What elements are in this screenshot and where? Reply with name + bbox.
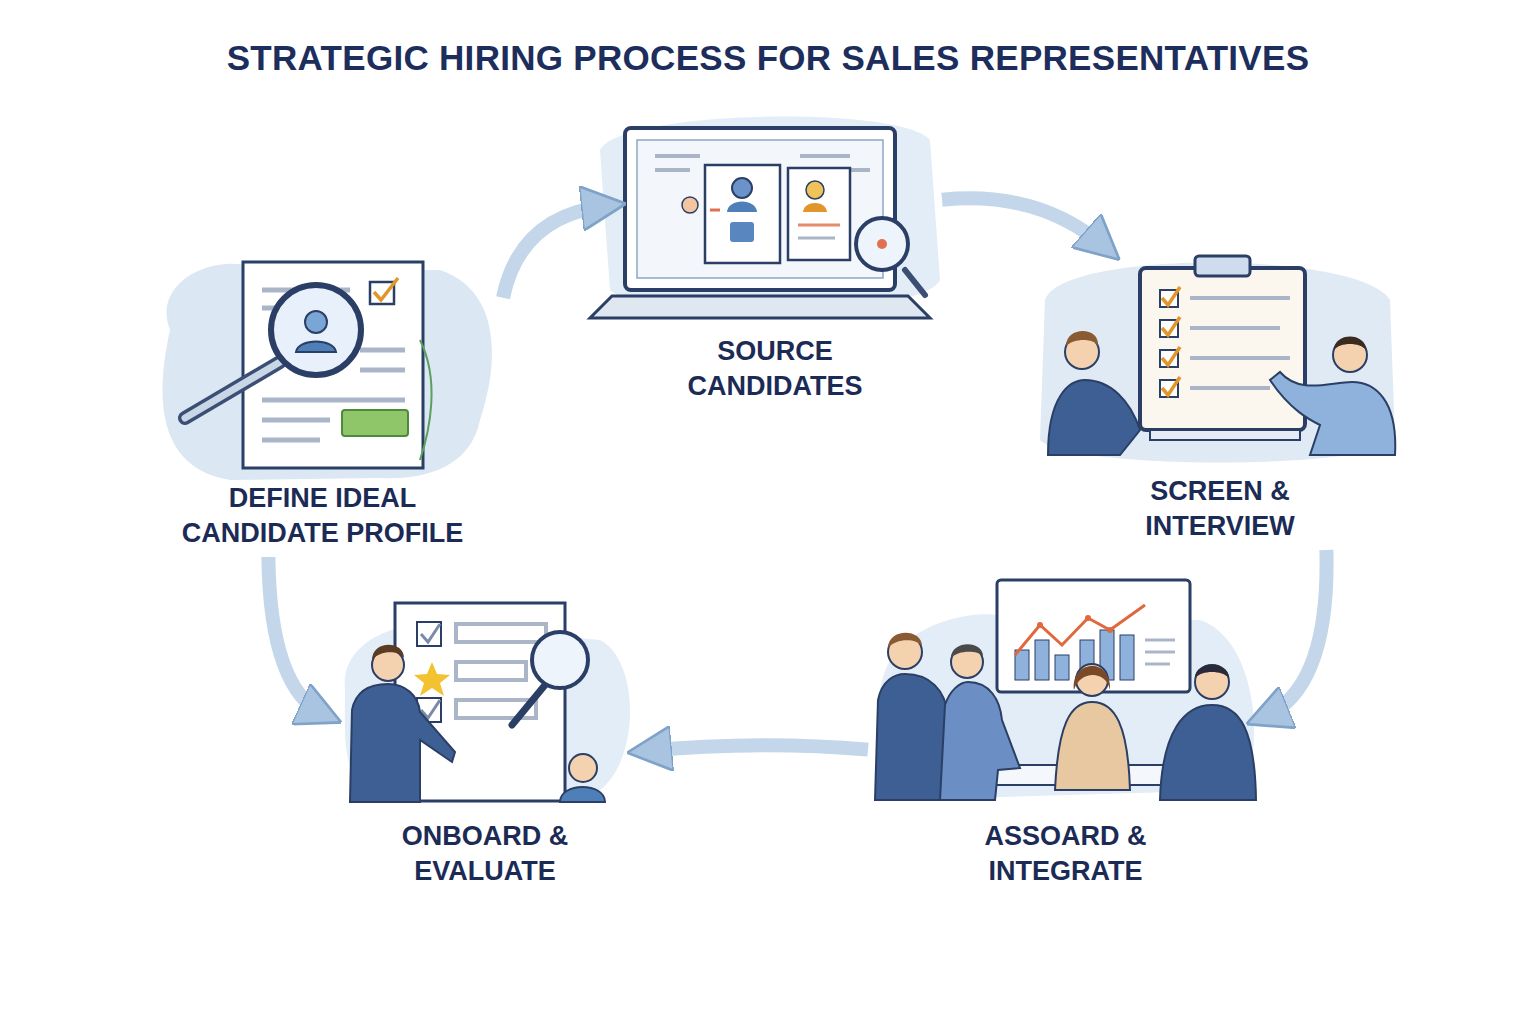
- step-label: DEFINE IDEAL CANDIDATE PROFILE: [150, 481, 495, 551]
- process-step: SOURCE CANDIDATES: [608, 118, 942, 410]
- onboard-illustration: [345, 603, 630, 802]
- flow-arrow: [645, 745, 868, 751]
- step-label: ONBOARD & EVALUATE: [355, 819, 615, 889]
- flow-arrow: [942, 198, 1106, 248]
- interview-illustration: [1040, 256, 1395, 463]
- flow-arrow: [268, 557, 325, 715]
- diagram-title: STRATEGIC HIRING PROCESS FOR SALES REPRE…: [0, 38, 1536, 78]
- flow-arrow: [503, 206, 608, 298]
- process-step: ONBOARD & EVALUATE: [325, 595, 645, 895]
- process-step: SCREEN & INTERVIEW: [1030, 248, 1410, 550]
- team-illustration: [875, 580, 1256, 800]
- step-label: SCREEN & INTERVIEW: [1100, 474, 1340, 544]
- step-label: ASSOARD & INTEGRATE: [936, 819, 1196, 889]
- flow-arrow: [1263, 550, 1327, 717]
- profile-illustration: [163, 262, 492, 480]
- laptop-illustration: [590, 117, 940, 318]
- process-step: ASSOARD & INTEGRATE: [868, 572, 1263, 895]
- step-label: SOURCE CANDIDATES: [655, 334, 895, 404]
- process-step: DEFINE IDEAL CANDIDATE PROFILE: [142, 252, 503, 557]
